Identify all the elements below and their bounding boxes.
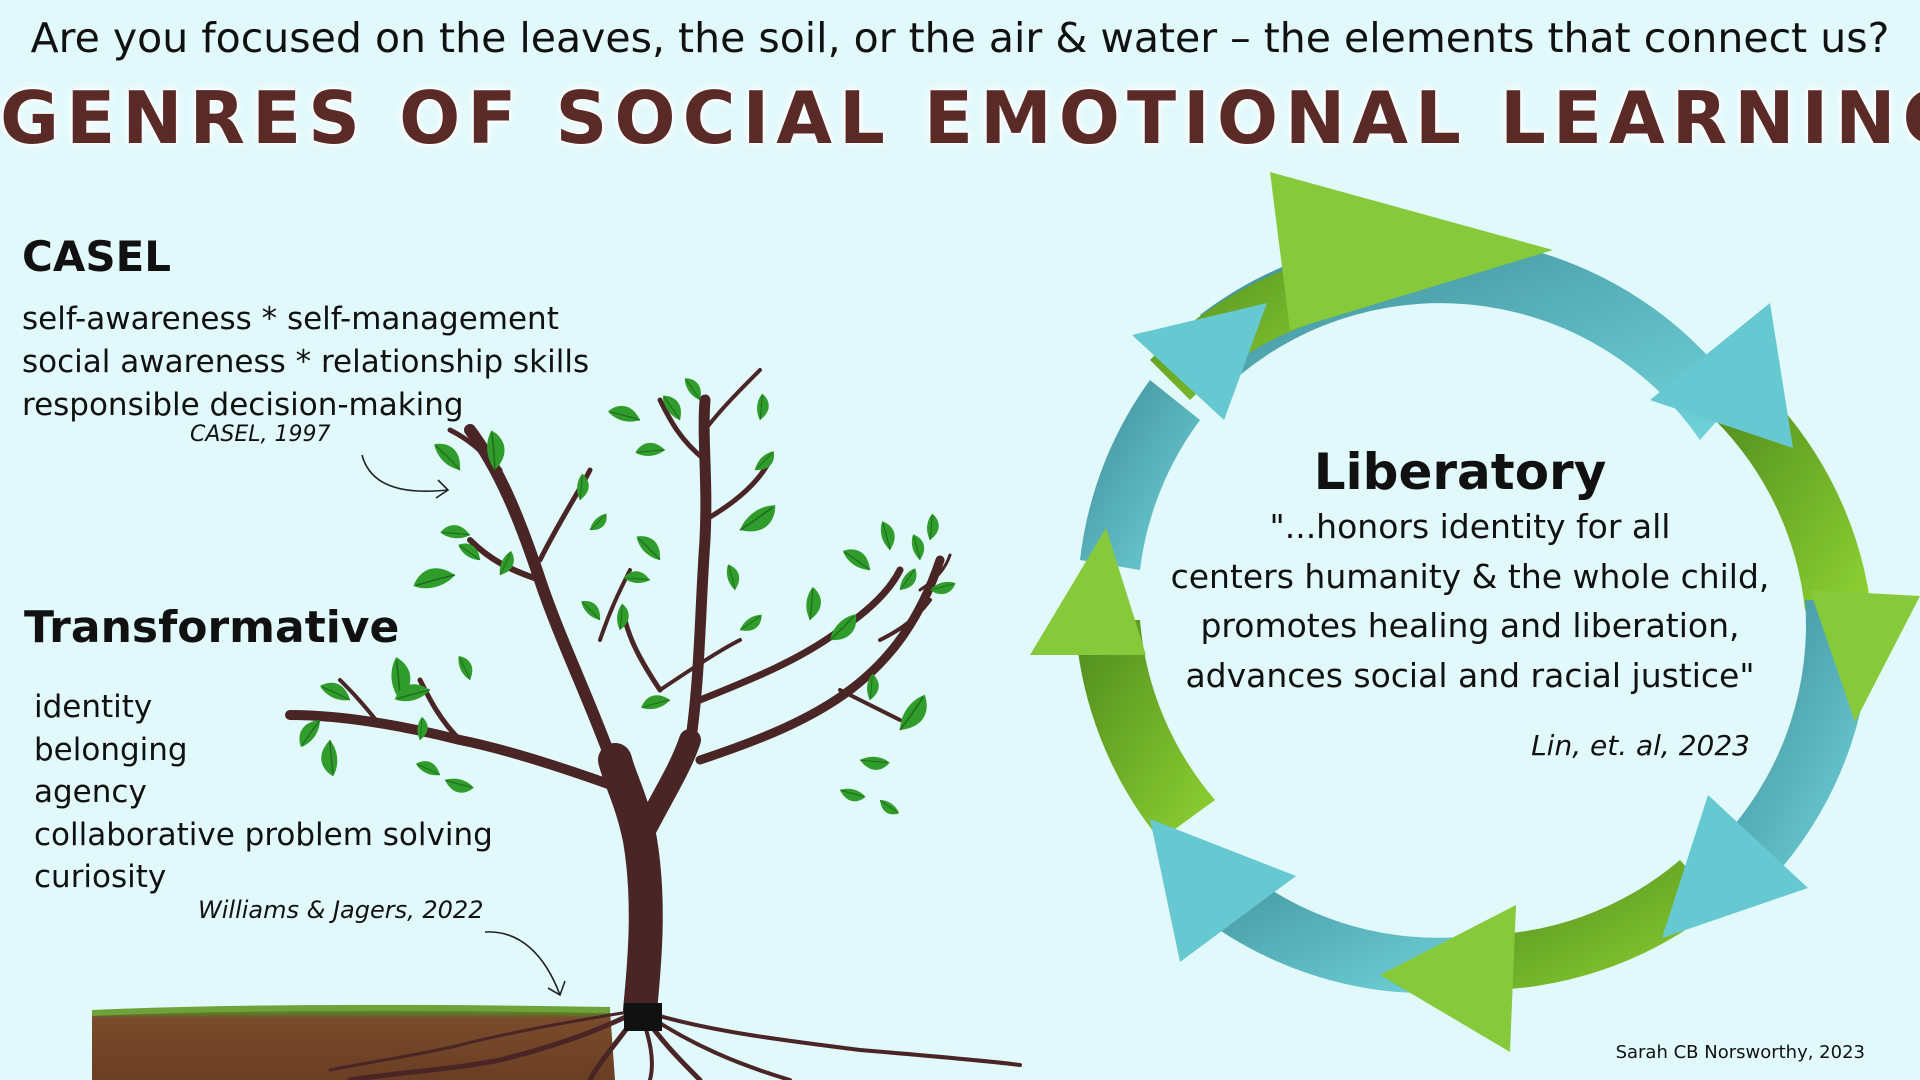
curved-pointer-arrow-icon — [361, 454, 450, 499]
liberatory-quote: "...honors identity for all centers huma… — [1120, 502, 1820, 700]
curved-pointer-arrow-icon — [484, 931, 566, 997]
cycle-arrows-graphic — [1030, 172, 1920, 1052]
liberatory-title: Liberatory — [1313, 443, 1607, 501]
page-title: GENRES OF SOCIAL EMOTIONAL LEARNING — [0, 76, 1920, 160]
transformative-list: identity belonging agency collaborative … — [34, 686, 493, 899]
soil-ground — [91, 1004, 615, 1080]
liberatory-citation: Lin, et. al, 2023 — [1531, 729, 1750, 762]
transformative-item: collaborative problem solving — [34, 816, 493, 853]
casel-citation: CASEL, 1997 — [190, 422, 331, 447]
liberatory-quote-line: advances social and racial justice" — [1185, 655, 1755, 695]
casel-title: CASEL — [22, 232, 172, 281]
author-credit: Sarah CB Norsworthy, 2023 — [1615, 1042, 1865, 1063]
header-question: Are you focused on the leaves, the soil,… — [30, 14, 1890, 62]
liberatory-quote-line: promotes healing and liberation, — [1200, 606, 1740, 645]
casel-competencies: self-awareness * self-management social … — [22, 298, 589, 427]
transformative-item: curiosity — [34, 859, 167, 895]
transformative-citation: Williams & Jagers, 2022 — [198, 896, 484, 924]
transformative-item: agency — [34, 774, 147, 810]
liberatory-quote-line: "...honors identity for all — [1269, 507, 1671, 546]
casel-line: responsible decision-making — [22, 387, 464, 423]
transformative-title: Transformative — [24, 602, 400, 653]
casel-line: social awareness * relationship skills — [22, 344, 590, 380]
tree-illustration — [285, 368, 1022, 1080]
casel-line: self-awareness * self-management — [22, 301, 559, 337]
liberatory-quote-line: centers humanity & the whole child, — [1170, 556, 1770, 596]
transformative-item: belonging — [34, 731, 188, 768]
tree-root-base — [624, 1003, 662, 1031]
transformative-item: identity — [34, 689, 153, 725]
